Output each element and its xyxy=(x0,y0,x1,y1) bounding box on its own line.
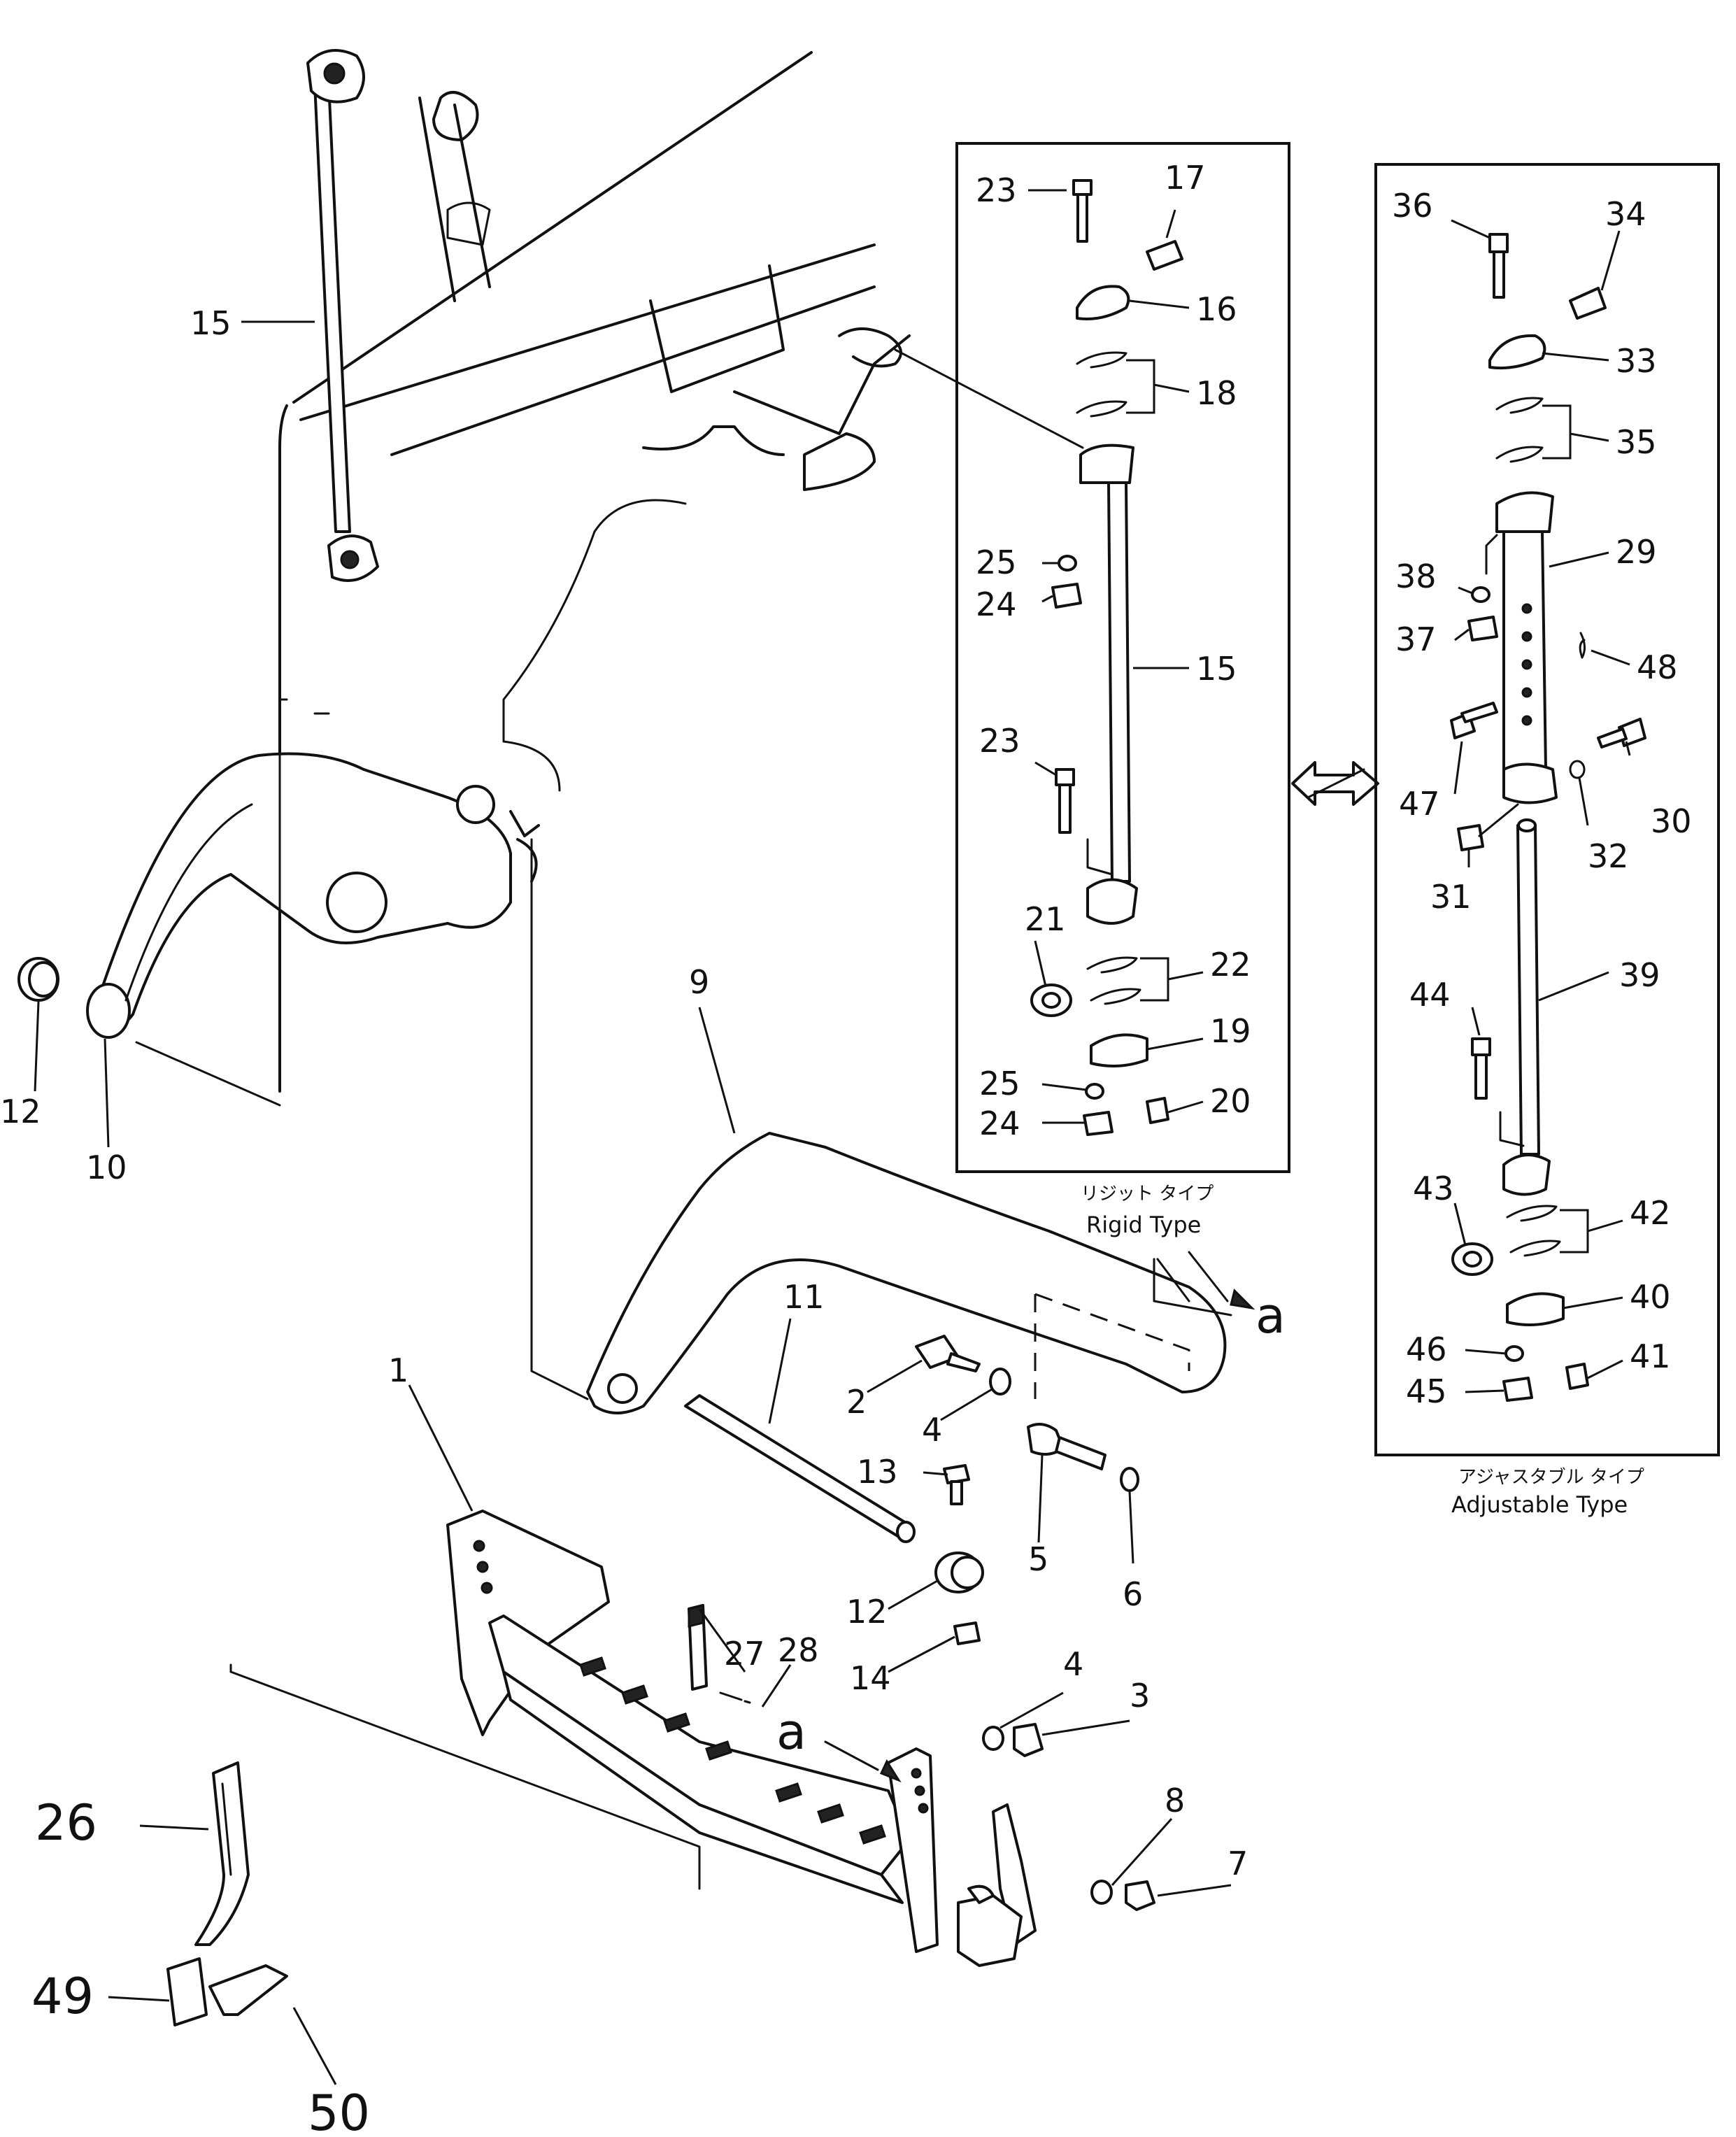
callout-36: 36 xyxy=(1392,187,1433,225)
arm-9 xyxy=(586,1132,1232,1414)
callout-18: 18 xyxy=(1196,374,1237,412)
frame-outline-lines xyxy=(135,698,701,1890)
callout-44: 44 xyxy=(1409,976,1451,1014)
callout-20: 20 xyxy=(1210,1082,1251,1120)
callout-40: 40 xyxy=(1630,1278,1671,1316)
adjustable-type-panel xyxy=(1374,163,1720,1456)
callout-26: 26 xyxy=(35,1794,97,1852)
callout-38: 38 xyxy=(1395,558,1437,595)
callout-32: 32 xyxy=(1588,837,1629,875)
callout-48: 48 xyxy=(1637,648,1678,686)
callout-25-rigid-bottom: 25 xyxy=(979,1065,1020,1102)
main-leaders xyxy=(34,320,1232,2085)
ref-a-top: a xyxy=(1255,1287,1286,1344)
main-frame xyxy=(278,51,911,1093)
callout-35: 35 xyxy=(1616,423,1657,461)
callout-19: 19 xyxy=(1210,1012,1251,1050)
callout-25-rigid-top: 25 xyxy=(976,544,1017,581)
callout-2: 2 xyxy=(846,1383,867,1421)
callout-34: 34 xyxy=(1605,195,1646,233)
lever-rod-15 xyxy=(306,49,379,582)
callout-47: 47 xyxy=(1399,785,1440,823)
callout-23-rigid-bottom: 23 xyxy=(979,722,1020,760)
callout-4-upper: 4 xyxy=(922,1411,942,1449)
reference-arrow-a-bottom xyxy=(824,1740,902,1783)
arm-10 xyxy=(86,752,512,1039)
adjustable-caption-jp: アジャスタブル タイプ xyxy=(1458,1467,1644,1488)
rod-connector xyxy=(894,348,1084,449)
adjustable-caption-en: Adjustable Type xyxy=(1451,1491,1628,1518)
callout-17: 17 xyxy=(1165,159,1206,197)
callout-24-rigid-bottom: 24 xyxy=(979,1105,1020,1142)
callout-21: 21 xyxy=(1025,900,1066,938)
base-frame-1 xyxy=(446,1510,1037,1967)
callout-13: 13 xyxy=(857,1453,898,1491)
callout-15-main: 15 xyxy=(190,304,232,342)
callout-5: 5 xyxy=(1028,1540,1048,1578)
tip-49 xyxy=(166,1957,208,2026)
callout-labels: 15 12 10 9 11 2 4 13 5 6 12 14 1 27 28 4… xyxy=(0,159,1692,2137)
nuts-washers xyxy=(982,1723,1155,1911)
callout-49: 49 xyxy=(31,1968,94,2025)
tip-50 xyxy=(208,1964,288,2016)
callout-45: 45 xyxy=(1406,1372,1447,1410)
callout-10: 10 xyxy=(86,1149,127,1186)
callout-1: 1 xyxy=(388,1351,408,1389)
rigid-caption-jp: リジット タイプ xyxy=(1081,1184,1214,1205)
callout-12-center: 12 xyxy=(846,1593,888,1631)
fasteners-cluster xyxy=(915,1335,1139,1645)
shaft-11 xyxy=(684,1394,916,1543)
callout-41: 41 xyxy=(1630,1337,1671,1375)
callout-4-lower: 4 xyxy=(1063,1645,1083,1683)
callout-37: 37 xyxy=(1395,620,1437,658)
callout-50: 50 xyxy=(308,2085,370,2137)
callout-39: 39 xyxy=(1619,956,1660,994)
ref-a-bottom: a xyxy=(776,1703,806,1761)
callout-16: 16 xyxy=(1196,290,1237,328)
callout-3: 3 xyxy=(1130,1677,1150,1714)
callout-6: 6 xyxy=(1123,1575,1143,1613)
plate-27 xyxy=(688,1604,708,1691)
callout-33: 33 xyxy=(1616,342,1657,380)
callout-11: 11 xyxy=(783,1278,825,1316)
callout-24-rigid-top: 24 xyxy=(976,585,1017,623)
rigid-type-panel xyxy=(955,142,1290,1173)
callout-8: 8 xyxy=(1165,1782,1185,1819)
callout-30: 30 xyxy=(1651,802,1692,840)
callout-31: 31 xyxy=(1430,878,1472,916)
callout-14: 14 xyxy=(850,1659,891,1697)
bushing-12-left xyxy=(17,957,59,1002)
callout-27: 27 xyxy=(724,1635,765,1673)
callout-22: 22 xyxy=(1210,946,1251,984)
callout-15-rigid: 15 xyxy=(1196,650,1237,688)
rigid-caption-en: Rigid Type xyxy=(1086,1212,1201,1238)
callout-46: 46 xyxy=(1406,1330,1447,1368)
callout-28: 28 xyxy=(778,1631,819,1669)
callout-12-left: 12 xyxy=(0,1093,41,1130)
callout-9: 9 xyxy=(689,963,709,1001)
ripper-tooth-26 xyxy=(194,1761,250,1946)
reference-arrow-a-top xyxy=(1156,1251,1255,1310)
callout-23-rigid-top: 23 xyxy=(976,171,1017,209)
pin-28 xyxy=(719,1691,751,1704)
callout-29: 29 xyxy=(1616,533,1657,571)
exchange-arrow xyxy=(1291,761,1379,806)
callout-7: 7 xyxy=(1228,1845,1248,1882)
callout-42: 42 xyxy=(1630,1194,1671,1232)
callout-43: 43 xyxy=(1413,1170,1454,1207)
